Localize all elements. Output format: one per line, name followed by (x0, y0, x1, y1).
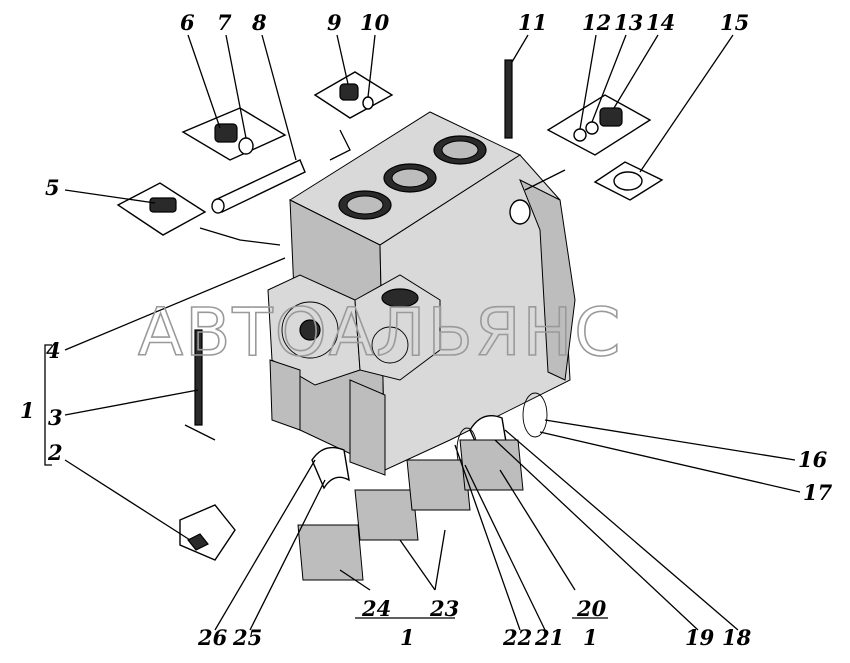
cylinder-block (267, 111, 576, 476)
callout-18: 18 (722, 625, 752, 650)
callout-2: 2 (47, 440, 63, 465)
callout-25: 25 (232, 625, 262, 650)
callout-11: 11 (518, 10, 547, 35)
callout-9: 9 (327, 10, 342, 35)
callout-22: 22 (502, 625, 532, 650)
bearing-caps (297, 439, 524, 581)
callout-17: 17 (803, 480, 833, 505)
callout-1-group: 1 (20, 398, 35, 423)
callout-numbers: 6 7 8 9 10 11 12 13 14 15 5 4 1 3 2 16 1… (20, 10, 833, 650)
callout-10: 10 (360, 10, 390, 35)
callout-1-caps: 1 (400, 625, 415, 650)
callout-15: 15 (720, 10, 749, 35)
callout-23: 23 (429, 596, 459, 621)
callout-20: 20 (576, 596, 607, 621)
watermark-text: АВТОАЛЬЯНС (138, 294, 622, 371)
callout-4: 4 (46, 338, 61, 363)
callout-7: 7 (217, 10, 232, 35)
callout-3: 3 (48, 405, 63, 430)
callout-12: 12 (582, 10, 611, 35)
callout-24: 24 (361, 596, 391, 621)
callout-6: 6 (180, 10, 195, 35)
leader-lines (44, 34, 801, 631)
callout-1-shell: 1 (583, 625, 598, 650)
callout-21: 21 (534, 625, 564, 650)
callout-16: 16 (798, 447, 828, 472)
callout-14: 14 (646, 10, 675, 35)
callout-19: 19 (685, 625, 715, 650)
callout-8: 8 (251, 10, 267, 35)
callout-5: 5 (45, 175, 60, 200)
callout-13: 13 (614, 10, 643, 35)
callout-26: 26 (197, 625, 228, 650)
